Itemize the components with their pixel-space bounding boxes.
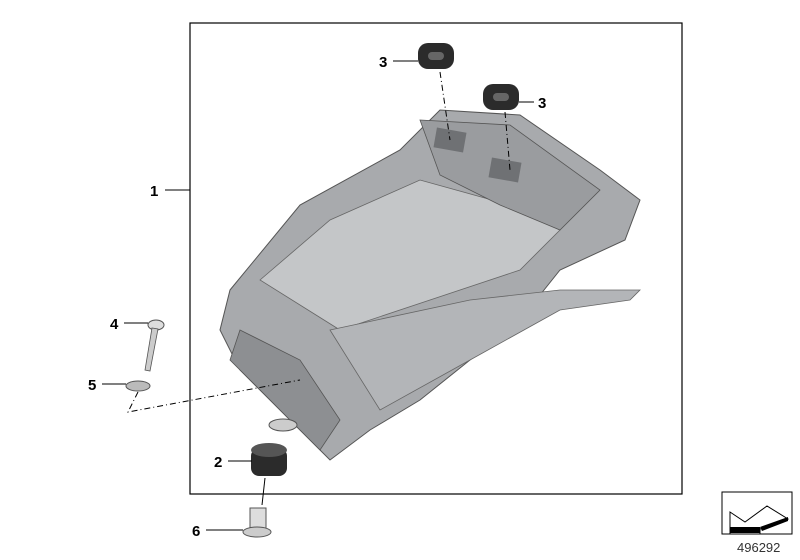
callout-4[interactable]: 4 xyxy=(110,316,119,333)
view-direction-icon xyxy=(721,491,793,535)
leader-line xyxy=(261,477,266,506)
bushing-part xyxy=(242,507,272,538)
leader-line xyxy=(504,111,511,171)
callout-2[interactable]: 2 xyxy=(214,454,222,471)
assembly-frame xyxy=(189,22,683,495)
leader-line xyxy=(439,71,451,141)
grommet-part xyxy=(418,43,454,69)
grommet-part xyxy=(483,84,519,110)
callout-6[interactable]: 6 xyxy=(192,523,200,540)
callout-5[interactable]: 5 xyxy=(88,377,96,394)
callout-1[interactable]: 1 xyxy=(150,183,158,200)
holder-part xyxy=(219,109,641,461)
screw-part xyxy=(144,319,165,372)
reference-number: 496292 xyxy=(737,540,780,555)
washer-part xyxy=(125,380,151,392)
rubber-buffer-part xyxy=(251,418,298,476)
callout-3[interactable]: 3 xyxy=(538,95,546,112)
leader-line xyxy=(127,379,301,413)
callout-3[interactable]: 3 xyxy=(379,54,387,71)
